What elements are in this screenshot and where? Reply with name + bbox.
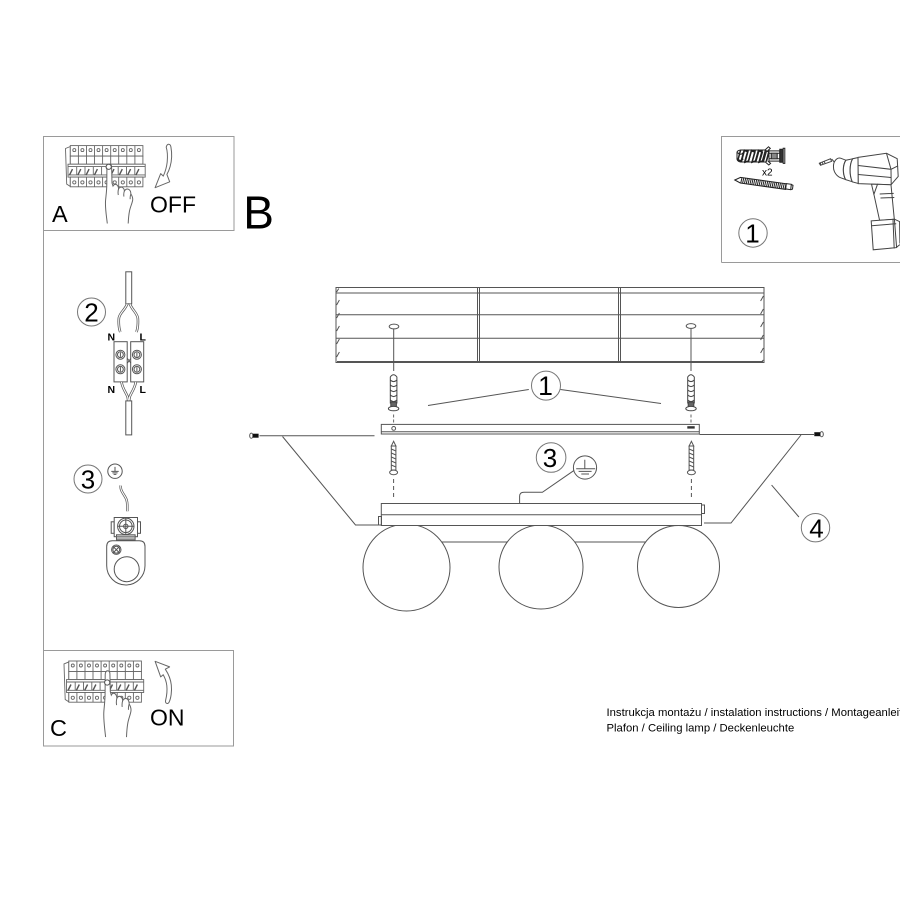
svg-text:A: A (52, 201, 68, 227)
svg-text:L: L (140, 384, 147, 396)
svg-text:ON: ON (150, 705, 185, 731)
svg-text:OFF: OFF (150, 192, 196, 218)
svg-text:N: N (108, 384, 116, 396)
svg-text:1: 1 (745, 218, 759, 248)
svg-text:1: 1 (538, 371, 553, 401)
svg-text:2: 2 (84, 298, 98, 328)
svg-text:3: 3 (81, 465, 95, 495)
svg-text:4: 4 (809, 513, 823, 543)
svg-text:B: B (243, 187, 274, 239)
svg-text:C: C (50, 715, 67, 741)
svg-text:Instrukcja montażu / instalati: Instrukcja montażu / instalation instruc… (607, 707, 900, 719)
svg-text:Plafon / Ceiling lamp / Decken: Plafon / Ceiling lamp / Deckenleuchte (607, 723, 795, 735)
svg-text:L: L (140, 332, 147, 344)
svg-text:x2: x2 (762, 167, 773, 178)
svg-text:N: N (108, 332, 116, 344)
svg-text:3: 3 (543, 443, 557, 473)
